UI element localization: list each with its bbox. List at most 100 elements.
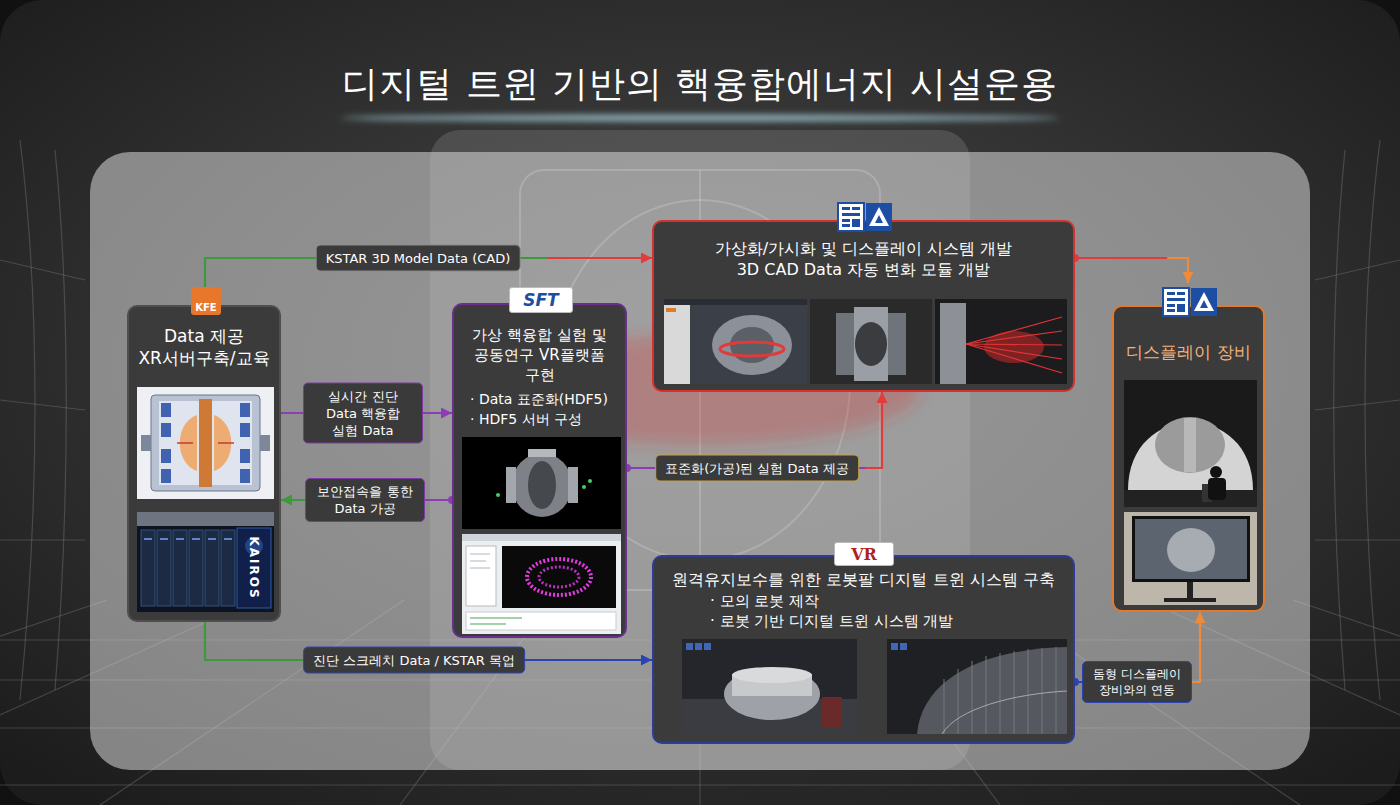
connector-segment bbox=[523, 659, 652, 661]
drawing-shape bbox=[966, 317, 1062, 344]
drawing-shape bbox=[1177, 292, 1185, 295]
drawing-shape bbox=[1163, 288, 1189, 316]
node-bullet: · 로봇 기반 디지털 트윈 시스템 개발 bbox=[664, 611, 1063, 631]
drawing-shape bbox=[1167, 298, 1185, 301]
drawing-shape bbox=[462, 437, 621, 529]
label-text: KFE bbox=[195, 302, 216, 313]
edge-label: 실시간 진단 Data 핵융합 실험 Data bbox=[303, 383, 423, 444]
drawing-shape bbox=[966, 331, 1062, 344]
node-bullet: · Data 표준화(HDF5) bbox=[460, 389, 619, 409]
drawing-shape bbox=[151, 395, 260, 491]
drawing-shape bbox=[582, 485, 586, 489]
drawing-shape bbox=[1124, 512, 1257, 605]
edge-label: 진단 스크레치 Data / KSTAR 목업 bbox=[303, 647, 525, 674]
connector bbox=[1071, 254, 1188, 283]
drawing-shape bbox=[1334, 150, 1345, 690]
drawing-shape bbox=[664, 299, 807, 384]
drawing-shape bbox=[173, 530, 187, 606]
connector-segment bbox=[1199, 612, 1201, 682]
drawing-shape bbox=[189, 530, 203, 606]
rack-lights bbox=[144, 538, 232, 540]
drawing-shape bbox=[935, 299, 1067, 384]
drawing-shape bbox=[20, 140, 35, 700]
node-heading: 원격유지보수를 위한 로봇팔 디지털 트윈 시스템 구축 bbox=[664, 569, 1063, 591]
drawing-shape bbox=[462, 534, 621, 541]
drawing-shape bbox=[144, 538, 152, 540]
connector-segment bbox=[1075, 257, 1168, 259]
sft-logo: SFT bbox=[509, 287, 573, 313]
hall-view-shot bbox=[682, 639, 857, 734]
edge-label-text: 보안접속을 통한 Data 가공 bbox=[315, 483, 415, 517]
drawing-shape bbox=[240, 449, 250, 463]
connector-segment bbox=[1192, 681, 1200, 683]
drawing-shape bbox=[686, 643, 693, 650]
drawing-shape bbox=[695, 643, 702, 650]
drawing-shape bbox=[161, 469, 171, 483]
cad-viewer-shot bbox=[664, 299, 807, 384]
edge-label: 돔형 디스플레이 장비와의 연동 bbox=[1082, 661, 1192, 703]
connector-segment bbox=[204, 622, 206, 660]
drawing-shape bbox=[568, 467, 578, 503]
drawing-shape bbox=[240, 423, 250, 437]
drawing-shape bbox=[137, 387, 274, 499]
drawing-shape bbox=[470, 561, 486, 562]
drawing-shape bbox=[842, 219, 850, 222]
drawing-shape bbox=[972, 661, 973, 734]
drawing-shape bbox=[528, 461, 556, 509]
drawing-shape bbox=[724, 668, 820, 720]
drawing-shape bbox=[1365, 140, 1380, 700]
ui-buttons bbox=[686, 643, 711, 650]
field-line-shot bbox=[935, 299, 1067, 384]
drawing-shape bbox=[1155, 417, 1225, 473]
edge-label-text: 진단 스크레치 Data / KSTAR 목업 bbox=[313, 652, 515, 669]
edge-label-text: KSTAR 3D Model Data (CAD) bbox=[326, 250, 511, 267]
drawing-shape bbox=[192, 538, 200, 540]
drawing-shape bbox=[496, 493, 500, 497]
tokamak-cutaway bbox=[137, 387, 274, 499]
drawing-shape bbox=[160, 538, 168, 540]
drawing-shape bbox=[1167, 309, 1175, 312]
node-heading: 디스플레이 장비 bbox=[1120, 341, 1257, 363]
drawing-shape bbox=[90, 152, 1310, 770]
rack-row bbox=[141, 530, 235, 606]
drawing-shape bbox=[869, 207, 889, 226]
drawing-shape bbox=[682, 639, 857, 734]
drawing-shape bbox=[588, 479, 592, 483]
partner-logos bbox=[837, 202, 893, 232]
connector-segment bbox=[1168, 257, 1188, 259]
drawing-shape bbox=[0, 400, 85, 410]
edge-label-text: 돔형 디스플레이 장비와의 연동 bbox=[1092, 666, 1182, 698]
drawing-shape bbox=[340, 115, 1060, 121]
label-text: KAIROS bbox=[247, 536, 261, 599]
drawing-shape bbox=[712, 315, 792, 375]
drawing-shape bbox=[838, 203, 864, 231]
drawing-shape bbox=[900, 643, 907, 650]
drawing-shape bbox=[161, 449, 171, 463]
connector-segment bbox=[1187, 258, 1189, 283]
edge-label-text: 실시간 진단 Data 핵융합 실험 Data bbox=[313, 388, 413, 439]
drawing-shape bbox=[539, 567, 579, 587]
logo-mark bbox=[842, 207, 860, 227]
drawing-shape bbox=[199, 399, 212, 487]
drawing-shape bbox=[942, 691, 1067, 734]
drawing-shape bbox=[137, 512, 274, 526]
connector-segment bbox=[425, 499, 452, 501]
drawing-shape bbox=[810, 299, 932, 384]
drawing-shape bbox=[852, 219, 860, 227]
platform-box: 가상 핵융합 실험 및 공동연구 VR플랫폼 구현· Data 표준화(HDF5… bbox=[452, 303, 627, 638]
drawing-shape bbox=[1167, 528, 1215, 572]
drawing-shape bbox=[177, 442, 193, 444]
edge-label: 표준화(가공)된 실험 Data 제공 bbox=[655, 455, 859, 482]
drawing-shape bbox=[852, 207, 860, 210]
drawing-shape bbox=[1124, 380, 1257, 507]
tree-lines bbox=[470, 554, 490, 568]
drawing-shape bbox=[1135, 519, 1247, 579]
drawing-shape bbox=[502, 546, 616, 608]
label-text: VR bbox=[851, 545, 877, 564]
drawing-shape bbox=[1167, 292, 1175, 295]
drawing-shape bbox=[1200, 300, 1208, 308]
node-heading: Data 제공 XR서버구축/교육 bbox=[135, 325, 273, 369]
drawing-shape bbox=[0, 260, 85, 280]
partner-logos bbox=[1162, 287, 1218, 317]
